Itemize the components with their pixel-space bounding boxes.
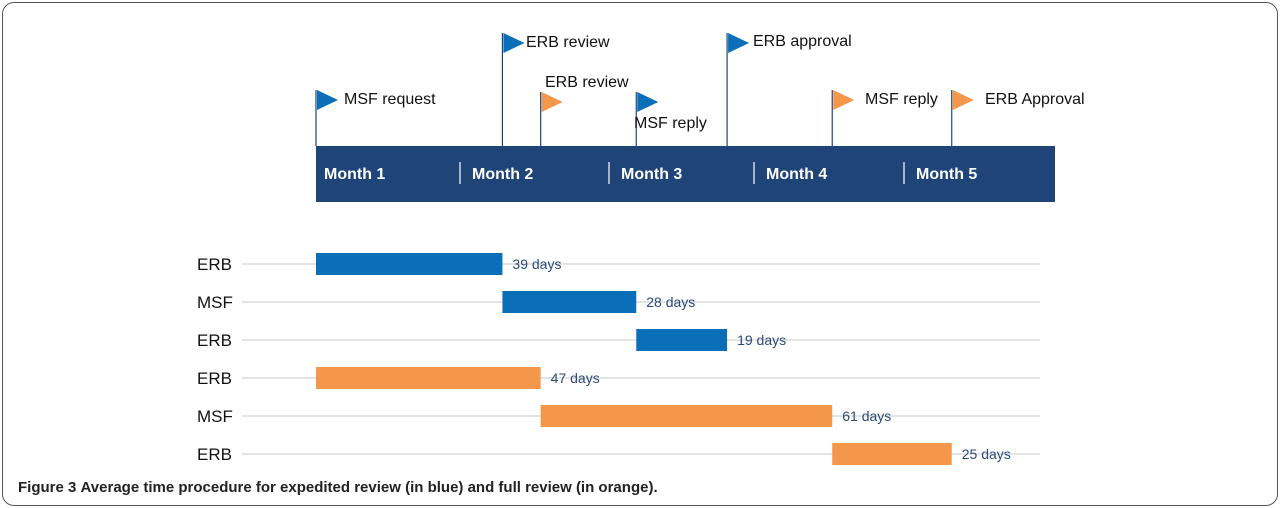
month-band bbox=[316, 146, 1055, 202]
flag-label: MSF request bbox=[344, 91, 436, 108]
duration-label: 28 days bbox=[646, 294, 695, 310]
month-label: Month 3 bbox=[621, 166, 682, 183]
gantt-row: ERB 47 days bbox=[197, 367, 1040, 389]
flag-icon bbox=[541, 92, 563, 112]
flag-icon bbox=[503, 33, 525, 53]
month-label: Month 5 bbox=[916, 166, 977, 183]
gantt-row: ERB 39 days bbox=[197, 253, 1040, 275]
flag-label: MSF reply bbox=[634, 115, 707, 132]
duration-label: 39 days bbox=[512, 256, 561, 272]
gantt-row: ERB 25 days bbox=[197, 443, 1040, 465]
flag-label: ERB review bbox=[545, 74, 629, 91]
duration-label: 25 days bbox=[962, 446, 1011, 462]
flag-icon bbox=[833, 90, 855, 110]
row-label: MSF bbox=[197, 407, 233, 426]
row-label: ERB bbox=[197, 369, 232, 388]
row-label: ERB bbox=[197, 445, 232, 464]
duration-bar bbox=[540, 405, 833, 427]
flag-label: ERB approval bbox=[753, 33, 852, 50]
month-label: Month 1 bbox=[324, 166, 385, 183]
duration-label: 61 days bbox=[842, 408, 891, 424]
duration-label: 47 days bbox=[551, 370, 600, 386]
duration-bar bbox=[636, 329, 728, 351]
flag-icon bbox=[952, 90, 974, 110]
month-label: Month 4 bbox=[766, 166, 827, 183]
months-layer: Month 1 Month 2 Month 3 Month 4 Month 5 bbox=[324, 162, 977, 184]
flag-icon bbox=[317, 90, 338, 110]
flag-label: ERB review bbox=[526, 34, 610, 51]
flag-icon bbox=[637, 92, 659, 112]
gantt-row: MSF 61 days bbox=[197, 405, 1040, 427]
figure-caption: Figure 3 Average time procedure for expe… bbox=[18, 479, 658, 496]
duration-label: 19 days bbox=[737, 332, 786, 348]
flag-icon bbox=[728, 33, 750, 53]
row-label: MSF bbox=[197, 293, 233, 312]
row-label: ERB bbox=[197, 255, 232, 274]
duration-bar bbox=[316, 253, 503, 275]
flag-label: ERB Approval bbox=[985, 91, 1085, 108]
duration-bar bbox=[832, 443, 952, 465]
figure-label: Figure 3 bbox=[18, 479, 77, 496]
month-label: Month 2 bbox=[472, 166, 533, 183]
gantt-row: MSF 28 days bbox=[197, 291, 1040, 313]
duration-bar bbox=[316, 367, 541, 389]
duration-bar bbox=[502, 291, 637, 313]
caption-text: Average time procedure for expedited rev… bbox=[80, 479, 658, 496]
gantt-row: ERB 19 days bbox=[197, 329, 1040, 351]
row-label: ERB bbox=[197, 331, 232, 350]
flag-label: MSF reply bbox=[865, 91, 938, 108]
